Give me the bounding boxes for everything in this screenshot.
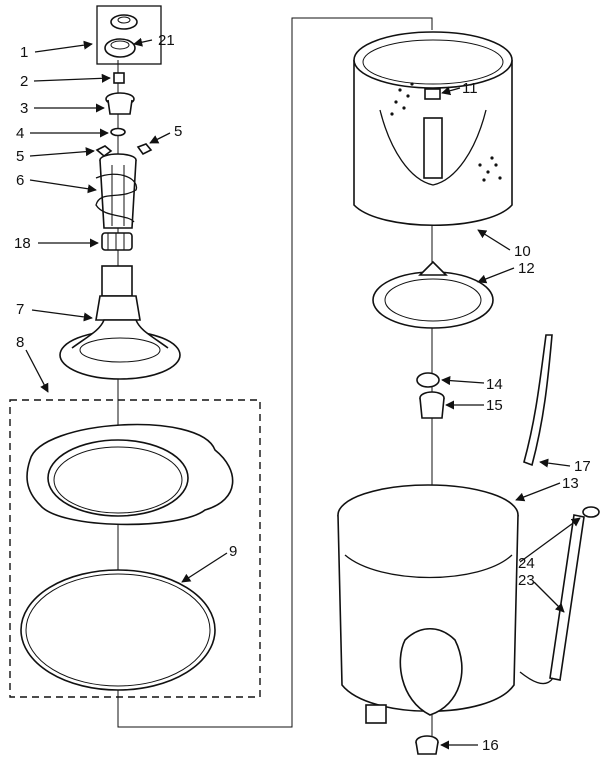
part-1-box	[96, 5, 162, 65]
label-part-8: 8	[16, 334, 24, 351]
label-part-2: 2	[20, 73, 28, 90]
part-3-bell	[105, 92, 135, 115]
label-part-3: 3	[20, 100, 28, 117]
part-18-coupling	[101, 232, 133, 251]
part-23-hose	[519, 506, 600, 685]
connector-line	[117, 17, 433, 728]
part-16-foot	[415, 735, 439, 755]
part-10-basket	[353, 31, 513, 227]
label-part-5b: 5	[16, 148, 24, 165]
label-part-21: 21	[158, 32, 175, 49]
part-14-ring	[416, 372, 440, 388]
label-part-23: 23	[518, 572, 535, 589]
label-part-24: 24	[518, 555, 535, 572]
part-8-group-box	[9, 399, 261, 698]
leader-9	[181, 552, 228, 583]
leader-23	[533, 581, 565, 613]
label-part-13: 13	[562, 475, 579, 492]
label-part-14: 14	[486, 376, 503, 393]
part-2-nut	[113, 72, 125, 84]
label-part-17: 17	[574, 458, 591, 475]
label-part-15: 15	[486, 397, 503, 414]
part-5-dog-right	[136, 143, 153, 156]
part-21-cap	[110, 14, 138, 30]
part-11-nut	[424, 88, 441, 100]
part-5-dog-left	[95, 145, 113, 158]
part-1-cap	[104, 38, 136, 58]
leader-5b	[29, 147, 95, 157]
leader-5a	[149, 132, 171, 144]
part-4-washer	[110, 127, 126, 137]
leader-21	[133, 37, 153, 47]
label-part-9: 9	[229, 543, 237, 560]
leader-1	[34, 40, 93, 53]
label-part-16: 16	[482, 737, 499, 754]
leader-14	[441, 376, 485, 386]
label-part-1: 1	[20, 44, 28, 61]
label-part-12: 12	[518, 260, 535, 277]
part-17-hose	[523, 334, 553, 467]
label-part-4: 4	[16, 125, 24, 142]
leader-17	[539, 458, 571, 468]
leader-8	[25, 349, 49, 393]
label-part-10: 10	[514, 243, 531, 260]
part-12-hub	[372, 260, 494, 329]
leader-2	[33, 73, 111, 83]
part-7-agitator	[59, 265, 181, 380]
leader-10	[477, 229, 511, 251]
label-part-18: 18	[14, 235, 31, 252]
label-part-7: 7	[16, 301, 24, 318]
part-6-auger	[95, 153, 138, 229]
leader-6	[29, 179, 97, 194]
leader-7	[31, 309, 93, 322]
leader-11	[441, 86, 461, 96]
leader-12	[477, 267, 515, 284]
part-13-outer-tub	[337, 484, 519, 724]
part-9-gasket	[20, 569, 216, 691]
part-15-seal	[419, 391, 445, 419]
part-8-tub-ring	[26, 423, 234, 526]
label-part-11: 11	[462, 80, 478, 97]
leader-13	[515, 482, 561, 502]
label-part-5a: 5	[174, 123, 182, 140]
label-part-6: 6	[16, 172, 24, 189]
leader-24	[519, 517, 581, 563]
